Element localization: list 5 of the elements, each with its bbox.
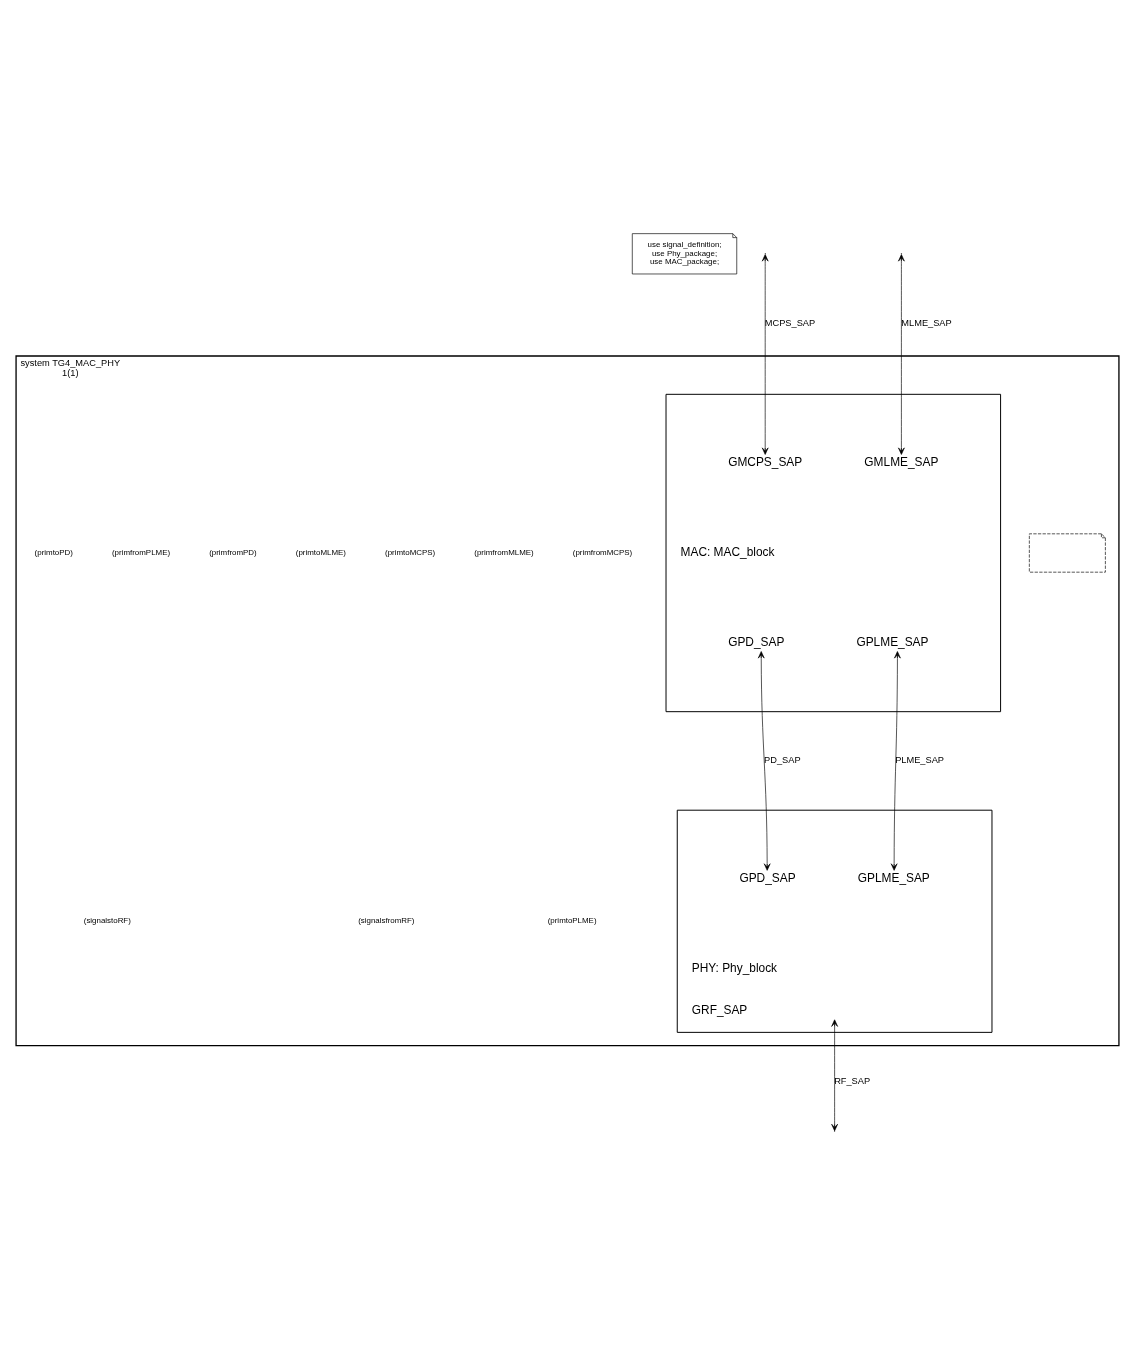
edge-label: PLME_SAP	[895, 754, 945, 765]
edge-label: MLME_SAP	[901, 317, 952, 328]
edge-label: RF_SAP	[834, 1075, 871, 1086]
edge-label: MCPS_SAP	[764, 317, 816, 328]
edge-label: PD_SAP	[764, 754, 801, 765]
